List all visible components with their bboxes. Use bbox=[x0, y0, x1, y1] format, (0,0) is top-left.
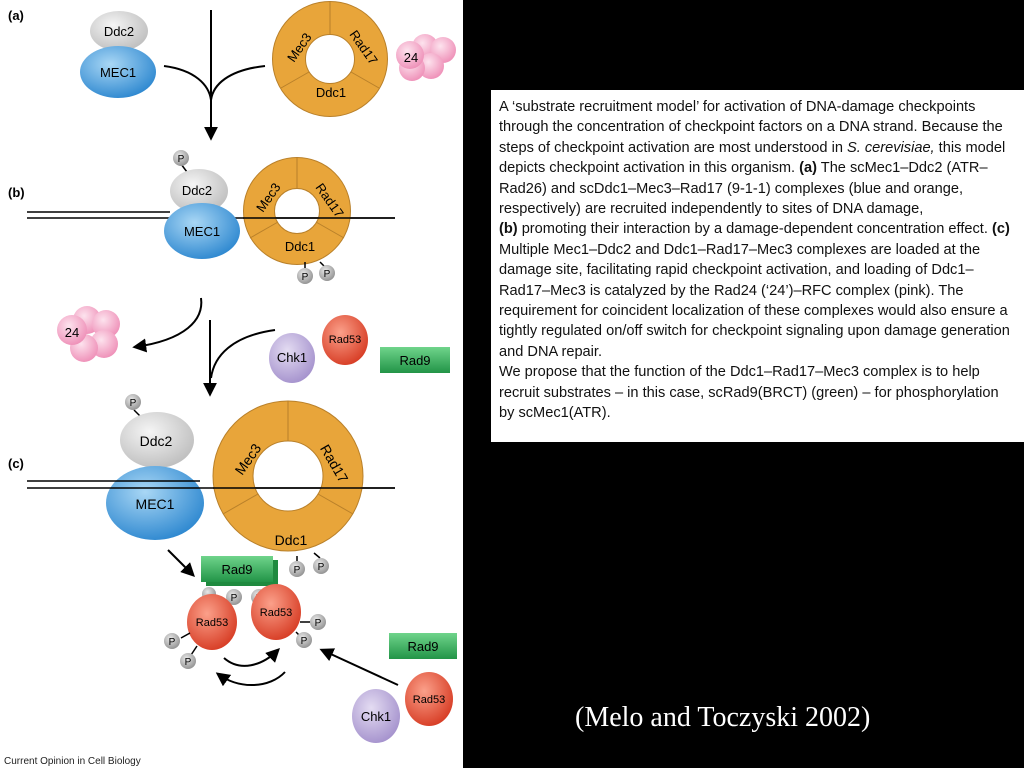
phospho-label: P bbox=[302, 272, 309, 283]
9-1-1-ring-c: Mec3 Rad17 Ddc1 P P bbox=[212, 400, 395, 577]
rad9-label: Rad9 bbox=[221, 562, 252, 577]
chk1-label: Chk1 bbox=[277, 350, 307, 365]
model-diagram: (a) (b) (c) Ddc2 MEC1 Mec3 Rad17 Ddc1 24 bbox=[4, 1, 457, 767]
rfc-label: 24 bbox=[404, 50, 418, 65]
phospho-label: P bbox=[324, 269, 331, 280]
panel-label-c: (c) bbox=[8, 456, 24, 471]
caption-closing: We propose that the function of the Ddc1… bbox=[499, 364, 999, 422]
caption-text-a: The scMec1–Ddc2 (ATR–Rad26) and scDdc1–M… bbox=[499, 160, 988, 218]
phospho-label: P bbox=[301, 636, 308, 647]
mec1-label: MEC1 bbox=[184, 224, 220, 239]
mec1-label: MEC1 bbox=[136, 496, 175, 512]
ddc2-label: Ddc2 bbox=[182, 183, 212, 198]
caption-after-species: this model depicts checkpoint activation… bbox=[499, 139, 1006, 177]
figure-panel: (a) (b) (c) Ddc2 MEC1 Mec3 Rad17 Ddc1 24 bbox=[0, 0, 463, 768]
caption-intro: A ‘substrate recruitment model’ for acti… bbox=[499, 99, 1003, 156]
caption-label-c: (c) bbox=[991, 221, 1010, 238]
caption-label-a: (a) bbox=[799, 160, 817, 177]
recruitment-arrows bbox=[163, 10, 266, 141]
caption-paragraph: A ‘substrate recruitment model’ for acti… bbox=[499, 97, 1016, 424]
ddc1-label: Ddc1 bbox=[275, 532, 308, 548]
mec1-ddc2-complex-c: P Ddc2 MEC1 bbox=[106, 394, 204, 540]
free-substrates: Chk1 Rad53 Rad9 bbox=[269, 315, 450, 383]
rfc-complex-a: 24 bbox=[396, 34, 456, 81]
ddc1-label: Ddc1 bbox=[285, 239, 315, 254]
rfc-complex-released: 24 bbox=[57, 306, 120, 362]
substrate-arrow-c bbox=[319, 648, 399, 686]
panel-label-b: (b) bbox=[8, 185, 25, 200]
phospho-label: P bbox=[185, 657, 192, 668]
9-1-1-ring-a: Mec3 Rad17 Ddc1 bbox=[272, 1, 388, 117]
recruit-arrow-c bbox=[167, 549, 195, 577]
phospho-label: P bbox=[178, 154, 185, 165]
rad53-label: Rad53 bbox=[196, 617, 228, 629]
caption-species: S. cerevisiae, bbox=[847, 139, 935, 156]
figure-source: Current Opinion in Cell Biology bbox=[4, 756, 141, 767]
caption-text-c: Multiple Mec1–Ddc2 and Ddc1–Rad17–Mec3 c… bbox=[499, 241, 1010, 360]
panel-label-a: (a) bbox=[8, 8, 24, 23]
autophosphorylation-arrows bbox=[215, 648, 286, 687]
rad53-dimer: Rad53 Rad53 P P P P bbox=[164, 584, 326, 669]
mec1-ddc2-complex-a: Ddc2 MEC1 bbox=[80, 11, 156, 98]
ddc1-label: Ddc1 bbox=[316, 85, 346, 100]
rad9-label: Rad9 bbox=[407, 639, 438, 654]
9-1-1-ring-b: Mec3 Rad17 Ddc1 P P bbox=[243, 157, 395, 284]
rad53-label: Rad53 bbox=[260, 607, 292, 619]
rad9-complex-c: Rad9 P P bbox=[201, 556, 278, 605]
mec1-ddc2-complex-b: P Ddc2 MEC1 bbox=[164, 150, 240, 259]
free-substrates-c: Rad9 Chk1 Rad53 bbox=[352, 633, 457, 743]
phospho-label: P bbox=[315, 618, 322, 629]
ddc2-label: Ddc2 bbox=[104, 24, 134, 39]
caption-text-b: promoting their interaction by a damage-… bbox=[517, 221, 992, 238]
chk1-label: Chk1 bbox=[361, 709, 391, 724]
citation: (Melo and Toczyski 2002) bbox=[575, 702, 871, 733]
rad53-label: Rad53 bbox=[413, 694, 445, 706]
rad53-label: Rad53 bbox=[329, 334, 361, 346]
rfc-label: 24 bbox=[65, 325, 79, 340]
caption-label-b: (b) bbox=[499, 221, 518, 238]
phospho-label: P bbox=[294, 565, 301, 576]
ddc2-label: Ddc2 bbox=[140, 433, 173, 449]
substrate-arrow-b bbox=[203, 320, 276, 397]
phospho-label: P bbox=[318, 562, 325, 573]
rfc-release-arrow bbox=[132, 297, 203, 353]
mec1-label: MEC1 bbox=[100, 65, 136, 80]
phospho-label: P bbox=[130, 398, 137, 409]
phospho-label: P bbox=[169, 637, 176, 648]
phospho-label: P bbox=[231, 593, 238, 604]
rad9-label: Rad9 bbox=[399, 353, 430, 368]
figure-caption: A ‘substrate recruitment model’ for acti… bbox=[491, 90, 1024, 442]
